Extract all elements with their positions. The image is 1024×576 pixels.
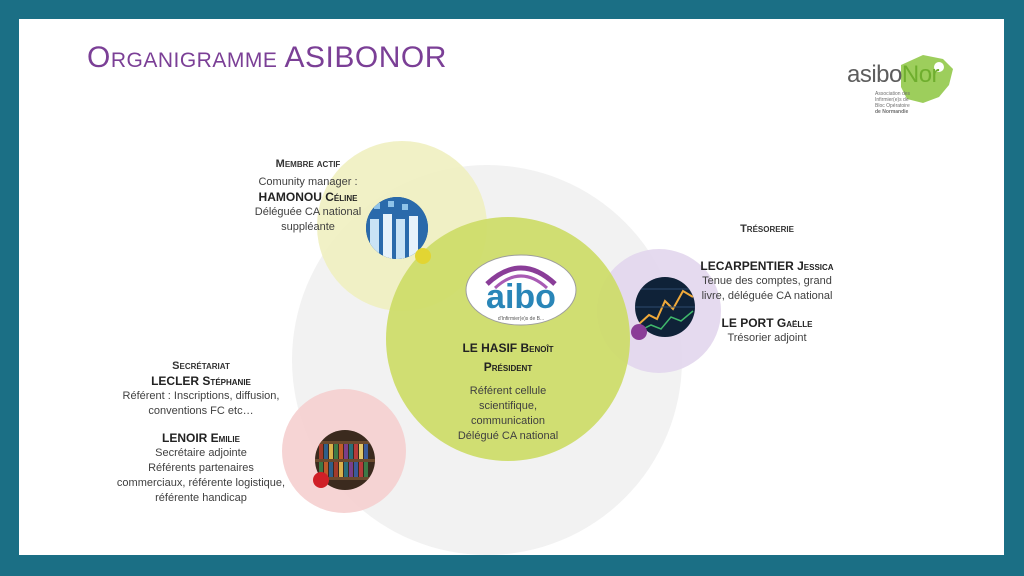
membre-role: Comunity manager : <box>258 176 358 188</box>
center-name: LE HASIF Benoît <box>462 341 554 355</box>
center-desc-line: Délégué CA national <box>457 430 559 442</box>
membre-name: HAMONOU Céline <box>258 190 358 204</box>
logo-wordmark: asiboNor <box>847 61 940 89</box>
secretariat-label: Secrétariat <box>172 360 230 372</box>
center-desc-line: scientifique, <box>478 400 538 412</box>
center-desc-line: Référent cellule <box>469 385 547 397</box>
books-photo <box>315 430 375 490</box>
secretariat-p1-desc-line: conventions FC etc… <box>148 405 254 417</box>
membre-label: Membre actif <box>275 158 341 170</box>
asibonor-logo: asiboNor Association des Infirmier(e)s d… <box>831 47 961 117</box>
aibo-logo: aibo d'Infirmier(e)s de B... <box>465 254 577 326</box>
dot-red <box>313 472 329 488</box>
logo-tagline-line: Bloc Opératoire <box>875 103 910 109</box>
normandie-map-icon <box>901 55 953 103</box>
logo-tagline-line: Association des <box>875 91 911 97</box>
logo-tagline-line: Infirmier(e)s de <box>875 97 909 103</box>
logo-tagline-line: de Normandie <box>875 109 909 115</box>
aibo-logo-subtext: d'Infirmier(e)s de B... <box>498 316 544 322</box>
tresorerie-p1-desc-line: Tenue des comptes, grand <box>702 275 832 287</box>
tresorerie-p1-desc-line: livre, déléguée CA national <box>701 290 833 302</box>
aibo-logo-text: aibo <box>486 278 556 316</box>
secretariat-p1-name: LECLER Stéphanie <box>151 374 251 388</box>
logo-brand-accent: Nor <box>901 61 940 88</box>
dot-purple <box>631 324 647 340</box>
org-circles <box>282 141 721 555</box>
secretariat-block: Secrétariat LECLER Stéphanie Référent : … <box>101 359 301 506</box>
secretariat-p2-desc-line: Secrétaire adjointe <box>155 447 247 459</box>
slide: Organigramme ASIBONOR asiboNor Associati… <box>19 19 1004 555</box>
logo-brand-main: asibo <box>847 61 902 88</box>
stock-photo <box>635 277 695 337</box>
membre-desc-line: Déléguée CA national <box>254 206 362 218</box>
page-title: Organigramme ASIBONOR <box>87 41 447 74</box>
center-role: Président <box>483 360 533 374</box>
dot-yellow <box>415 248 431 264</box>
secretariat-p1-desc-line: Référent : Inscriptions, diffusion, <box>122 390 280 402</box>
secretariat-p2-desc-line: référente handicap <box>155 492 247 504</box>
logo-tagline: Association des Infirmier(e)s de Bloc Op… <box>875 91 945 115</box>
tresorerie-p2-desc-line: Trésorier adjoint <box>727 332 807 344</box>
tresorerie-label: Trésorerie <box>740 223 794 235</box>
tech-photo <box>366 197 428 259</box>
tresorerie-block: Trésorerie LECARPENTIER Jessica Tenue de… <box>687 222 847 346</box>
tresorerie-p1-name: LECARPENTIER Jessica <box>700 259 834 273</box>
center-desc-line: communication <box>471 415 545 427</box>
membre-desc-line: suppléante <box>281 221 335 233</box>
aibo-logo-shape: aibo d'Infirmier(e)s de B... <box>465 254 577 326</box>
secretariat-p2-name: LENOIR Emilie <box>161 431 240 445</box>
center-block: LE HASIF Benoît Président Référent cellu… <box>428 341 588 444</box>
tresorerie-p2-name: LE PORT Gaëlle <box>721 316 813 330</box>
secretariat-p2-desc-line: commerciaux, référente logistique, <box>116 477 286 489</box>
membre-block: Membre actif Comunity manager : HAMONOU … <box>233 157 383 235</box>
secretariat-p2-desc-line: Référents partenaires <box>148 462 254 474</box>
